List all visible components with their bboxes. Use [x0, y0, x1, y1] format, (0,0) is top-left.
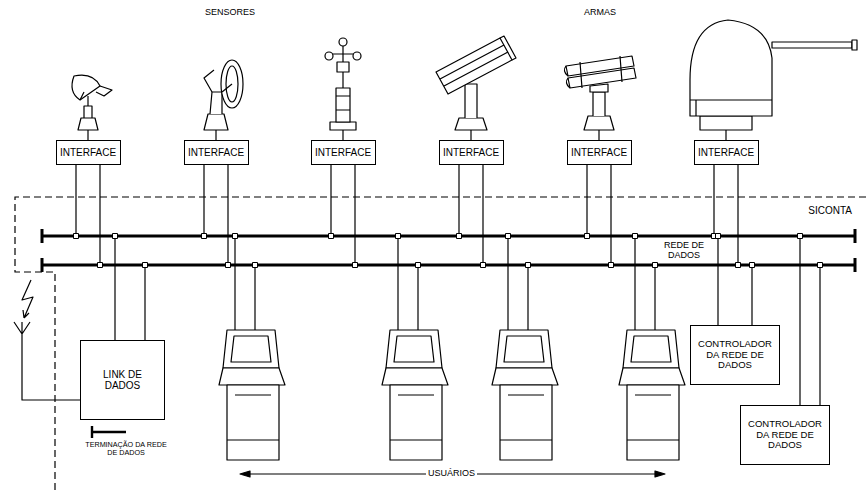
bus-junction: [143, 263, 148, 268]
bus-wires: [74, 165, 823, 405]
sensor-radar: [204, 60, 243, 140]
bus-junction: [585, 234, 590, 239]
bus-wire: [234, 236, 235, 330]
console: [492, 330, 558, 460]
sensor-anemometer: [325, 38, 361, 140]
bus-junction: [457, 234, 462, 239]
network-box: INTERFACE: [567, 140, 632, 165]
box-label: INTERFACE: [571, 147, 627, 159]
bus-wire: [354, 165, 355, 265]
bus-junction: [202, 234, 207, 239]
bus-junction: [481, 263, 486, 268]
bus-wire: [799, 236, 800, 405]
weapon-gun-turret: [690, 20, 857, 140]
weapon-launcher: [436, 36, 516, 140]
users-label: USUÁRIOS: [426, 468, 477, 478]
network-box: INTERFACE: [184, 140, 249, 165]
bus-wire: [397, 236, 398, 330]
bus-wire: [99, 165, 100, 265]
user-consoles: [219, 330, 685, 460]
network-box: INTERFACE: [694, 140, 759, 165]
network-box: CONTROLADOR DA REDE DE DADOS: [740, 405, 830, 465]
group-label: SENSORES: [205, 7, 255, 17]
bus-wire: [634, 236, 635, 330]
bus-junction: [526, 263, 531, 268]
bus-wire: [114, 236, 115, 340]
box-label: CONTROLADOR DA REDE DE DADOS: [748, 419, 822, 452]
box-label: INTERFACE: [60, 147, 116, 159]
bus-junction: [609, 263, 614, 268]
bus-junction: [736, 263, 741, 268]
bus-wire: [144, 265, 145, 340]
bus-wire: [458, 165, 459, 236]
bus-junction: [233, 234, 238, 239]
bus-junction: [353, 263, 358, 268]
console: [382, 330, 448, 460]
bus-wire: [717, 236, 718, 325]
bus-wire: [254, 265, 255, 330]
console: [619, 330, 685, 460]
bus-junction: [113, 234, 118, 239]
network-box: LINK DE DADOS: [80, 340, 165, 420]
box-label: INTERFACE: [443, 147, 499, 159]
bus-junction: [329, 234, 334, 239]
bus-wire: [482, 165, 483, 265]
bus-wire: [586, 165, 587, 236]
data-bus: [42, 229, 855, 272]
bus-wire: [227, 165, 228, 265]
bus-junction: [653, 263, 658, 268]
bus-junction: [716, 234, 721, 239]
bus-wire: [610, 165, 611, 265]
bus-junction: [253, 263, 258, 268]
bus-junction: [98, 263, 103, 268]
bus-label: REDE DE DADOS: [659, 240, 709, 261]
bus-wire: [203, 165, 204, 236]
region-title: SICONTA: [808, 205, 852, 217]
antenna: [14, 280, 80, 400]
bus-junction: [416, 263, 421, 268]
bus-junction: [818, 263, 823, 268]
network-box: INTERFACE: [56, 140, 121, 165]
bus-wire: [737, 165, 738, 265]
bus-wire: [75, 165, 76, 236]
network-box: CONTROLADOR DA REDE DE DADOS: [690, 325, 780, 385]
sensor-director: [72, 75, 112, 140]
weapon-twin-launcher: [564, 56, 636, 140]
network-box: INTERFACE: [439, 140, 504, 165]
bus-wire: [330, 165, 331, 236]
network-box: INTERFACE: [311, 140, 376, 165]
bus-junction: [798, 234, 803, 239]
bus-junction: [74, 234, 79, 239]
box-label: INTERFACE: [188, 147, 244, 159]
bus-junction: [396, 234, 401, 239]
bus-junction: [633, 234, 638, 239]
console: [219, 330, 285, 460]
group-label: ARMAS: [584, 7, 616, 17]
termination-symbol: [92, 426, 126, 438]
bus-wire: [751, 265, 752, 325]
bus-wire: [654, 265, 655, 330]
bus-junction: [226, 263, 231, 268]
box-label: INTERFACE: [698, 147, 754, 159]
bus-wire: [713, 165, 714, 236]
bus-wire: [417, 265, 418, 330]
box-label: LINK DE DADOS: [92, 369, 154, 392]
bus-junction: [506, 234, 511, 239]
box-label: CONTROLADOR DA REDE DE DADOS: [698, 339, 772, 372]
bus-wire: [527, 265, 528, 330]
termination-label: TERMINAÇÃO DA REDE DE DADOS: [85, 441, 167, 458]
bus-junction: [750, 263, 755, 268]
box-label: INTERFACE: [315, 147, 371, 159]
bus-wire: [507, 236, 508, 330]
bus-wire: [819, 265, 820, 405]
